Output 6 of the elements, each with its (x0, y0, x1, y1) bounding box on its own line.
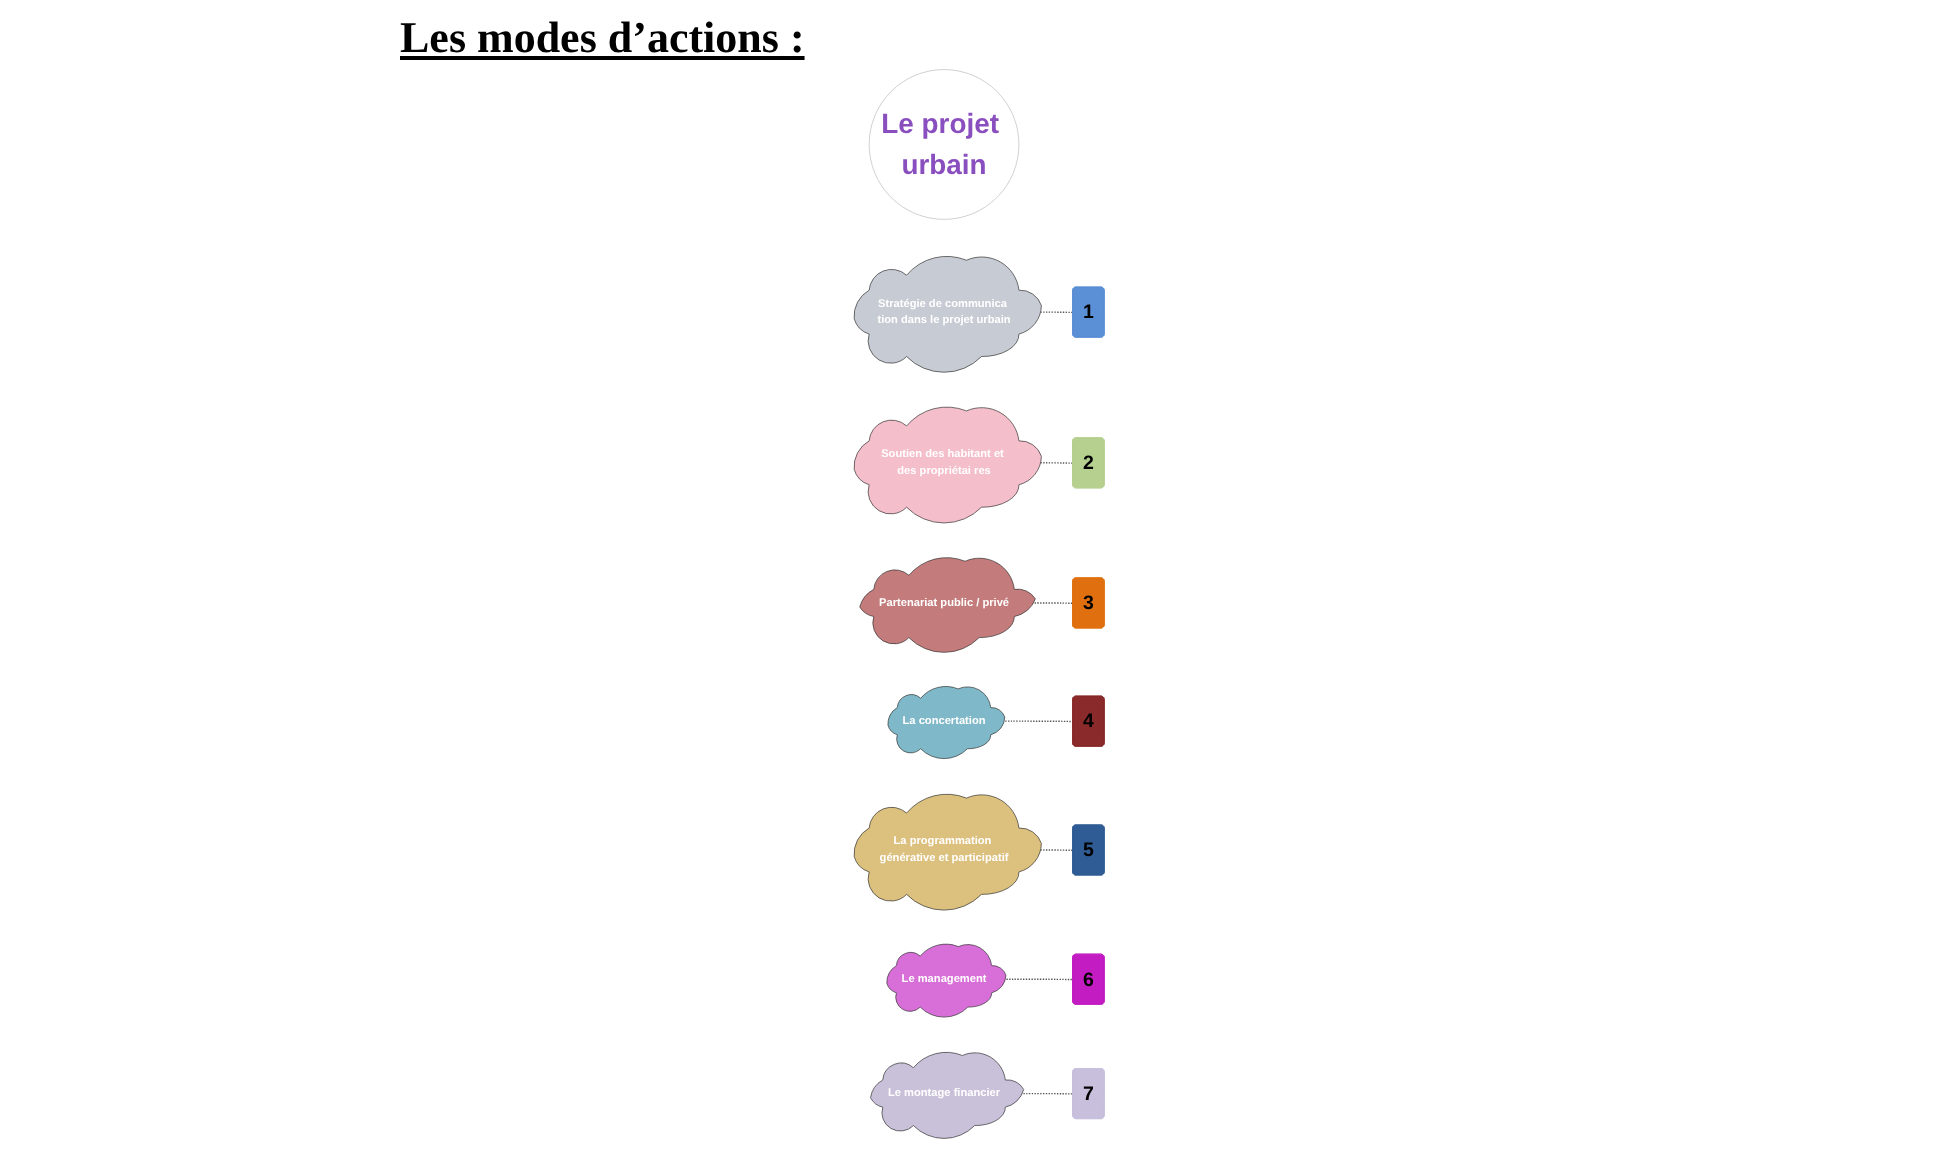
connector (1002, 978, 1074, 981)
node-circle: Le projet urbain (868, 69, 1020, 220)
connector (1001, 720, 1074, 723)
title: Les modes d’actions : (400, 12, 805, 64)
connector (1019, 1092, 1074, 1095)
connector (1031, 602, 1074, 604)
